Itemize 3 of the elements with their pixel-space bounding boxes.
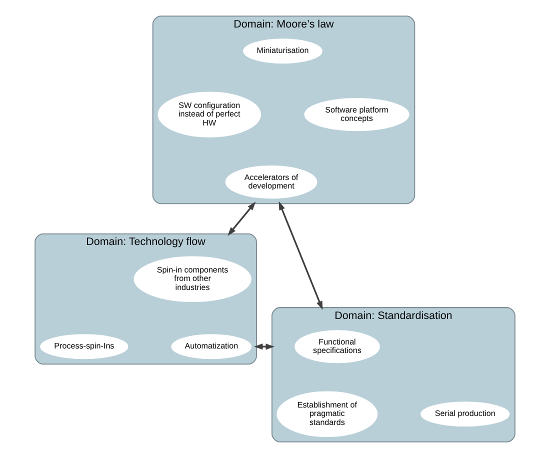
arrow bbox=[254, 344, 275, 350]
arrow bbox=[278, 201, 323, 310]
arrow bbox=[228, 202, 256, 236]
